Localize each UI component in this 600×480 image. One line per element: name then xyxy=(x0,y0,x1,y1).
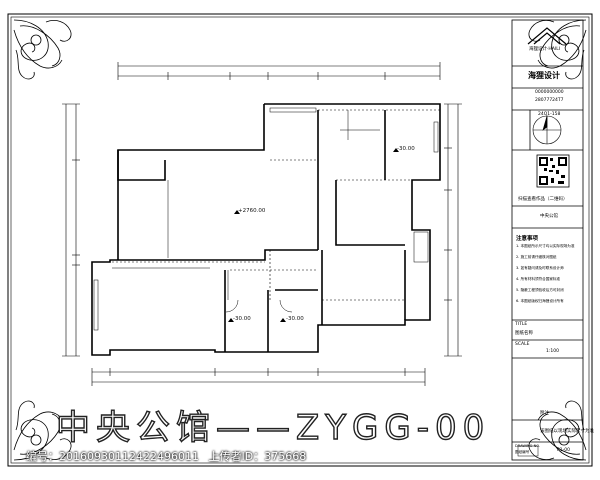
title-label: TITLE xyxy=(515,322,528,327)
qr-caption: 扫描查看作品（二维码） xyxy=(518,197,568,202)
logo-title: 海狸设计 xyxy=(528,71,560,80)
corner-ornament-bottom-right xyxy=(528,400,587,461)
logo-subtext: 海狸设计·HAILI xyxy=(529,47,561,52)
notes-title: 注意事项 xyxy=(516,236,539,242)
dimension-bottom xyxy=(91,368,426,386)
cabinet xyxy=(340,110,380,140)
outer-border xyxy=(7,13,593,467)
remark-value: 该图纸以现场实际尺寸为准 xyxy=(540,429,594,434)
note-2: 2. 施工前请仔细核对图纸 xyxy=(516,255,557,259)
note-3: 3. 如有疑问请及时联系设计师 xyxy=(516,266,564,270)
elevation-bath1: -30.00 xyxy=(233,316,251,322)
title-value: 图纸名称 xyxy=(515,331,533,336)
drawing-no-label: DRAWING NO. xyxy=(515,444,541,448)
dashed-openings xyxy=(112,109,440,301)
elevation-markers xyxy=(228,148,399,322)
corner-ornament-top-left xyxy=(13,19,72,80)
drawing-no-sub: 图纸编号 xyxy=(515,450,530,454)
windows-and-doors xyxy=(93,107,439,331)
elevation-living: +2760.00 xyxy=(238,208,266,214)
inner-border xyxy=(10,16,590,464)
elevation-top-right: -30.00 xyxy=(397,146,415,152)
project-name: 中央公馆 xyxy=(540,214,558,219)
elevation-bath2: -30.00 xyxy=(286,316,304,322)
remark-label: 附注 xyxy=(540,411,549,416)
dimension-right xyxy=(444,103,462,357)
corner-ornament-top-right xyxy=(528,19,587,80)
scale-label: SCALE xyxy=(515,342,530,347)
note-5: 5. 隐蔽工程须验收后方可封闭 xyxy=(516,288,564,292)
compass-icon xyxy=(532,115,562,145)
watermark-bar: 编号：20160930112422496011 上传者ID：375668 xyxy=(0,448,600,463)
dimension-top xyxy=(117,62,441,80)
drawing-code: 24Q1-158 xyxy=(538,112,561,117)
title-block-frame xyxy=(511,19,584,461)
logo-mountain-icon xyxy=(527,27,567,45)
watermark-id-value: 20160930112422496011 xyxy=(59,450,199,463)
drawing-no: P1-00 xyxy=(557,448,570,453)
phone-1: 0000000000 xyxy=(535,90,564,95)
qr-code xyxy=(536,154,570,188)
phone-2: 28077724T7 xyxy=(535,98,564,103)
note-4: 4. 所有材料须符合国家标准 xyxy=(516,277,561,281)
dimension-left xyxy=(62,103,80,357)
watermark-id-label: 编号： xyxy=(26,450,59,463)
stamp-box xyxy=(517,445,539,457)
watermark-uploader-value: 375668 xyxy=(264,450,307,463)
scale-value: 1:100 xyxy=(546,349,559,354)
walls xyxy=(91,103,441,356)
watermark-uploader-label: 上传者ID： xyxy=(208,450,265,463)
note-1: 1. 本图纸所示尺寸均以实际现场为准 xyxy=(516,244,575,248)
drawing-title: 中央公馆——ZYGG-00 xyxy=(55,407,491,448)
corner-ornament-bottom-left xyxy=(13,400,72,461)
note-6: 6. 本图纸版权归海狸设计所有 xyxy=(516,299,564,303)
